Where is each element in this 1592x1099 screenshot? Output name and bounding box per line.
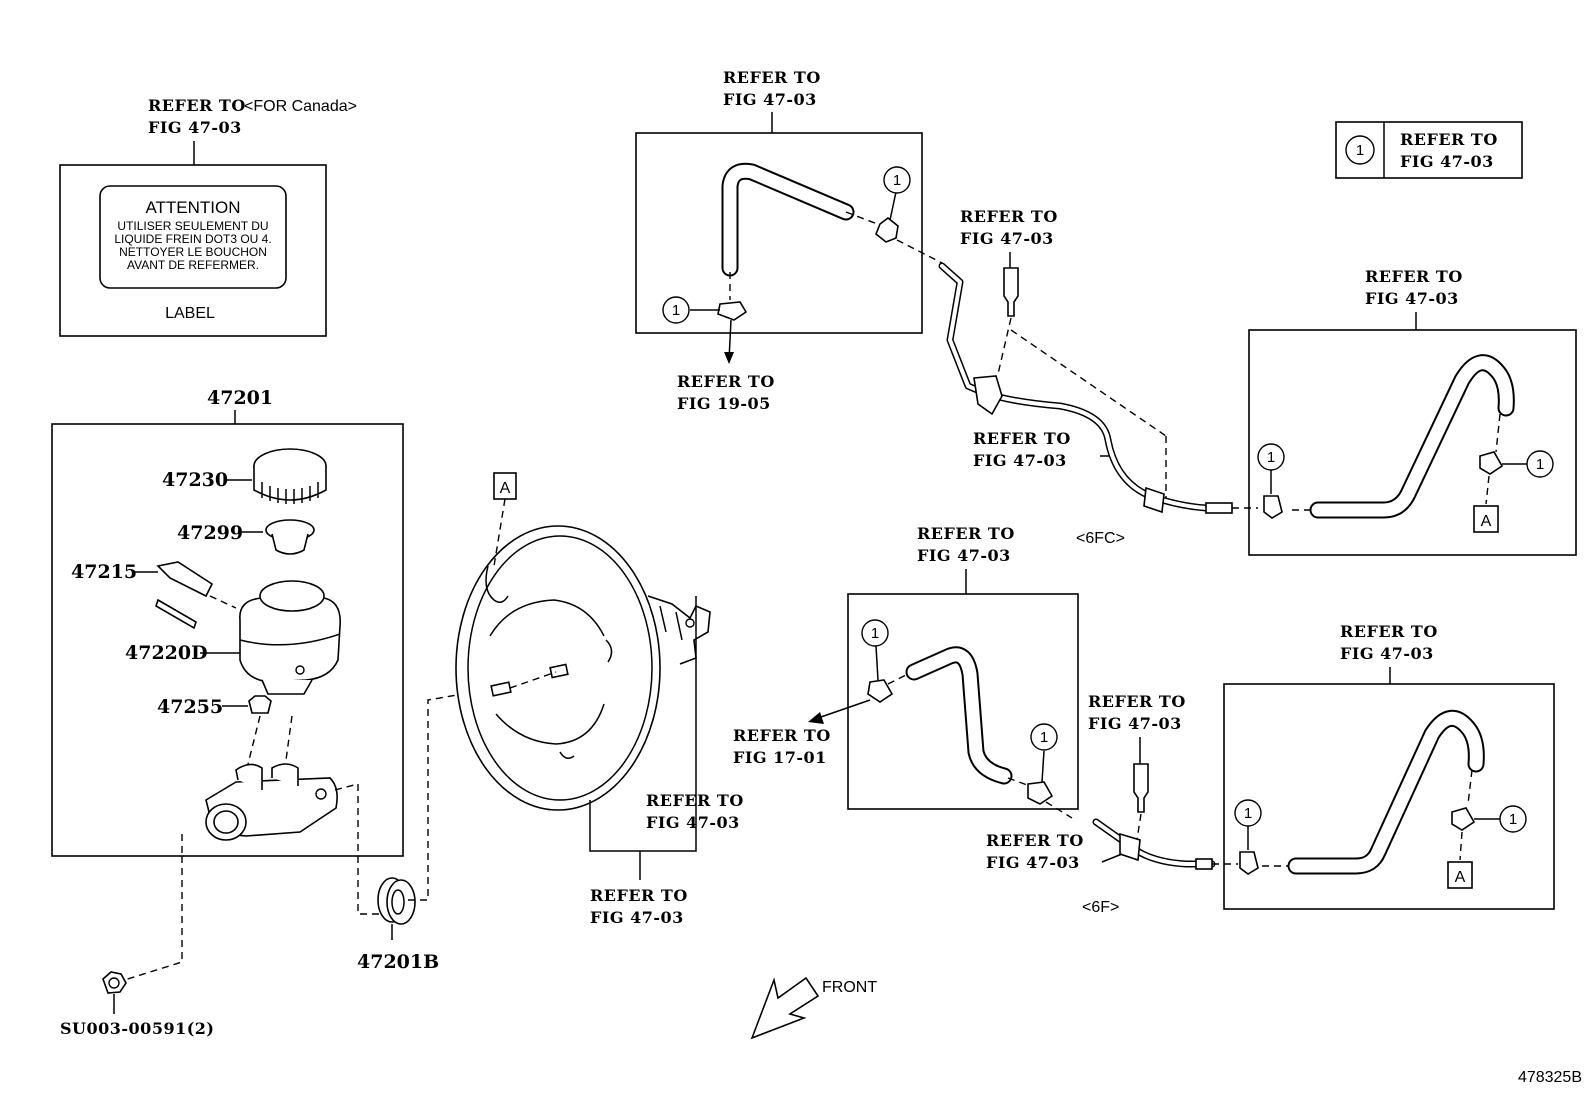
vacuum-hose-box-top: REFER TO FIG 47-03 1 1 REFER TO FIG 19-0… [635,68,923,413]
svg-text:FIG 47-03: FIG 47-03 [1365,289,1459,308]
svg-text:1: 1 [1267,449,1275,466]
grommet-47255 [248,695,272,714]
brake-booster [455,525,711,811]
label-caption: LABEL [165,305,215,322]
attention-title: ATTENTION [145,198,240,217]
svg-text:REFER TO: REFER TO [590,886,688,905]
pin-47215 [155,598,197,630]
legend-symbol: 1 [1356,142,1364,159]
figure-id: 478325B [1518,1069,1582,1086]
svg-text:REFER TO: REFER TO [917,524,1015,543]
part-47230: 47230 [162,469,228,491]
leader-studs [509,671,557,689]
part-47220D: 47220D [125,642,208,664]
svg-text:REFER TO: REFER TO [1088,692,1186,711]
part-su003: SU003-00591(2) [60,1019,214,1038]
svg-text:FIG 47-03: FIG 47-03 [917,546,1011,565]
svg-text:FIG 47-03: FIG 47-03 [646,813,740,832]
front-arrow-icon: FRONT [750,976,877,1040]
legend-box: 1 REFER TO FIG 47-03 [1335,121,1523,179]
part-47201: 47201 [207,387,273,409]
legend-line2: FIG 47-03 [1400,152,1494,171]
svg-text:1: 1 [1509,811,1517,828]
svg-text:REFER TO: REFER TO [973,429,1071,448]
part-47215: 47215 [71,561,137,583]
master-cylinder-group: 47201 47230 47299 47215 47220D [51,387,404,857]
svg-text:FIG 19-05: FIG 19-05 [677,394,771,413]
part-47299: 47299 [177,522,243,544]
master-cylinder-body [205,763,338,841]
seal-47215 [156,561,214,598]
svg-text:REFER TO: REFER TO [733,726,831,745]
svg-text:FIG 47-03: FIG 47-03 [1340,644,1434,663]
svg-text:REFER TO: REFER TO [1340,622,1438,641]
attention-line-1: UTILISER SEULEMENT DU [117,219,268,233]
reservoir-47220D [239,580,341,695]
variant-6f: <6F> [1082,899,1119,916]
attention-line-2: LIQUIDE FREIN DOT3 OU 4. [114,232,271,246]
svg-text:REFER TO: REFER TO [1365,267,1463,286]
label-refer-line2: FIG 47-03 [148,118,242,137]
svg-text:1: 1 [893,172,901,189]
svg-text:REFER TO: REFER TO [986,831,1084,850]
svg-text:REFER TO: REFER TO [646,791,744,810]
leader-47201B [357,784,386,915]
svg-text:REFER TO: REFER TO [960,207,1058,226]
label-region: <FOR Canada> [244,98,357,115]
leader-middle-hose [1045,801,1073,819]
front-label: FRONT [822,979,877,996]
svg-text:A: A [1481,513,1492,530]
strainer [265,519,315,555]
attention-line-4: AVANT DE REFERMER. [127,258,259,272]
svg-text:FIG 47-03: FIG 47-03 [986,853,1080,872]
attention-line-3: NETTOYER LE BOUCHON [119,245,267,259]
svg-text:FIG 47-03: FIG 47-03 [1088,714,1182,733]
svg-text:FIG 47-03: FIG 47-03 [723,90,817,109]
legend-line1: REFER TO [1400,130,1498,149]
svg-text:1: 1 [1244,805,1252,822]
svg-text:A: A [500,480,511,497]
marker-a-booster: A [493,472,517,567]
leader-nut [117,856,183,983]
variant-6fc: <6FC> [1076,530,1125,547]
label-refer-line1: REFER TO [148,96,246,115]
hose-box-6f: REFER TO FIG 47-03 1 1 A [1223,622,1555,910]
svg-text:FIG 47-03: FIG 47-03 [973,451,1067,470]
vacuum-tube-6f: REFER TO FIG 47-03 REFER TO FIG 47-03 [986,692,1238,872]
svg-text:REFER TO: REFER TO [677,372,775,391]
vacuum-tube-top: REFER TO FIG 47-03 REFER TO FIG 47-03 [938,207,1258,514]
label-panel: REFER TO <FOR Canada> FIG 47-03 ATTENTIO… [59,96,357,337]
booster-refer-bracket: REFER TO FIG 47-03 REFER TO FIG 47-03 [589,596,744,927]
part-47201B: 47201B [357,951,439,973]
leader-top-hose [896,239,945,265]
hose-box-6fc: REFER TO FIG 47-03 1 1 A [1248,267,1577,556]
reservoir-cap [253,448,327,504]
svg-text:1: 1 [1536,456,1544,473]
svg-text:FIG 17-01: FIG 17-01 [733,748,827,767]
svg-text:A: A [1455,869,1466,886]
svg-text:1: 1 [1040,729,1048,746]
gasket-47201B: 47201B [357,877,439,973]
svg-text:1: 1 [672,302,680,319]
part-47255: 47255 [157,696,223,718]
leader-booster-stud [408,689,487,901]
svg-text:REFER TO: REFER TO [723,68,821,87]
nut-su003: SU003-00591(2) [60,971,214,1038]
svg-text:FIG 47-03: FIG 47-03 [960,229,1054,248]
svg-text:FIG 47-03: FIG 47-03 [590,908,684,927]
hose-box-middle: REFER TO FIG 47-03 1 REFER TO FIG 17-01 … [733,524,1079,810]
svg-text:1: 1 [871,625,879,642]
